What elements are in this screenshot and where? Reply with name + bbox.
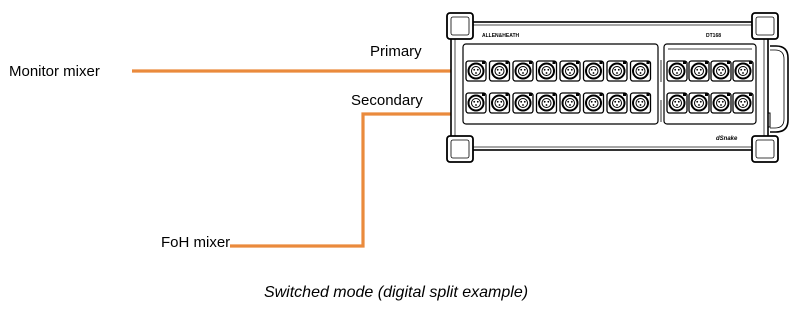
brand-right: DT168 xyxy=(706,33,721,39)
xlr-output-connector-icon xyxy=(666,60,688,82)
xlr-input-connector-icon xyxy=(512,92,534,114)
xlr-output-connector-icon xyxy=(732,92,754,114)
corner-bumper-icon xyxy=(751,12,779,40)
output-panel xyxy=(663,43,757,125)
handle-icon xyxy=(770,45,789,133)
xlr-output-connector-icon xyxy=(732,60,754,82)
xlr-input-connector-icon xyxy=(488,92,511,114)
xlr-input-connector-icon xyxy=(465,60,487,82)
brand-left: ALLEN&HEATH xyxy=(482,33,520,39)
xlr-input-connector-icon xyxy=(606,92,628,114)
corner-bumper-icon xyxy=(751,135,779,163)
xlr-input-connector-icon xyxy=(629,60,652,82)
xlr-input-connector-icon xyxy=(582,60,605,82)
xlr-output-connector-icon xyxy=(688,92,710,114)
xlr-input-connector-icon xyxy=(559,92,581,114)
monitor-mixer-label: Monitor mixer xyxy=(9,63,100,80)
xlr-input-connector-icon xyxy=(629,92,652,114)
caption: Switched mode (digital split example) xyxy=(264,284,528,301)
device-body xyxy=(450,21,769,151)
stage-box-device: ALLEN&HEATH DT168 dSnake xyxy=(446,12,789,163)
xlr-output-connector-icon xyxy=(710,92,732,114)
xlr-input-connector-icon xyxy=(606,60,628,82)
primary-label: Primary xyxy=(370,43,422,60)
secondary-label: Secondary xyxy=(351,92,423,109)
corner-bumper-icon xyxy=(446,12,474,40)
secondary-cable xyxy=(230,112,462,248)
xlr-input-connector-icon xyxy=(535,92,558,114)
xlr-input-connector-icon xyxy=(582,92,605,114)
xlr-output-connector-icon xyxy=(710,60,732,82)
dsnake-logo: dSnake xyxy=(716,136,738,142)
xlr-input-connector-icon xyxy=(488,60,511,82)
xlr-input-connector-icon xyxy=(559,60,581,82)
xlr-input-connector-icon xyxy=(535,60,558,82)
xlr-input-connector-icon xyxy=(465,92,487,114)
corner-bumper-icon xyxy=(446,135,474,163)
foh-mixer-label: FoH mixer xyxy=(161,234,230,251)
xlr-output-connector-icon xyxy=(688,60,710,82)
input-panel xyxy=(462,43,659,125)
xlr-output-connector-icon xyxy=(666,92,688,114)
xlr-input-connector-icon xyxy=(512,60,534,82)
